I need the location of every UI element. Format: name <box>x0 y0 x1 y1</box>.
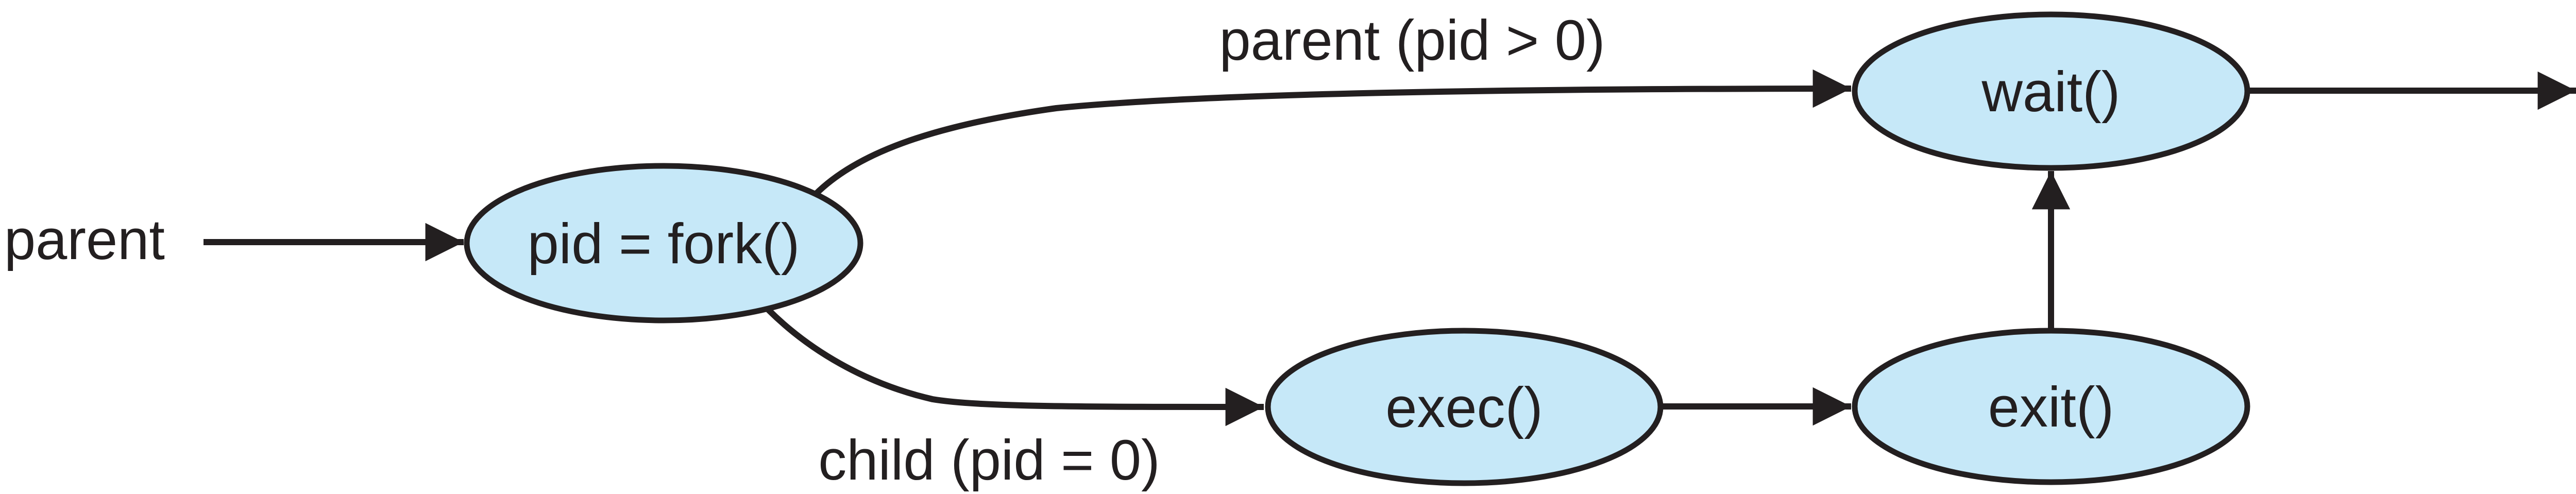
label-branch-parent: parent (pid > 0) <box>1219 9 1605 72</box>
node-exit <box>1852 328 2250 485</box>
node-exec <box>1265 328 1664 486</box>
node-wait <box>1852 11 2250 171</box>
label-parent-start: parent <box>4 208 165 271</box>
node-fork-label: pid = fork() <box>528 212 800 276</box>
label-branch-child: child (pid = 0) <box>818 429 1160 492</box>
edge-fork-to-wait <box>812 69 1852 197</box>
node-exit-label: exit() <box>1988 376 2114 439</box>
node-exec-label: exec() <box>1385 376 1543 439</box>
node-wait-label: wait() <box>1981 60 2121 124</box>
edge-fork-to-exec <box>765 306 1264 427</box>
node-fork <box>464 163 863 323</box>
